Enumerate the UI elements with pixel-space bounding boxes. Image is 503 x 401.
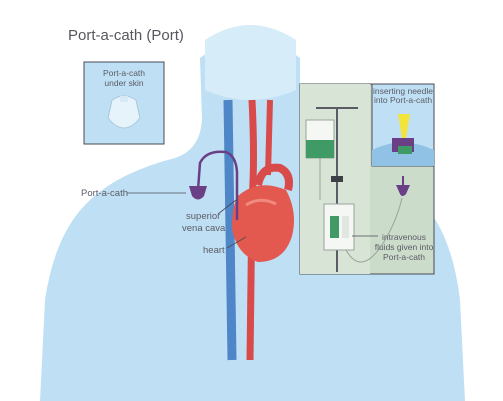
fluid-level <box>306 140 334 158</box>
needle-port-chamber <box>398 146 412 154</box>
inset-label-line1: Port-a-cath <box>103 68 145 78</box>
port-device-icon <box>189 186 207 200</box>
pump-display <box>342 216 349 238</box>
heart-label: heart <box>203 245 225 256</box>
fluids-label-line3: Port-a-cath <box>383 252 425 262</box>
fluids-label-line2: fluids given into <box>375 242 434 252</box>
heart-leader-line <box>226 236 247 249</box>
svc-label-line2: vena cava <box>182 223 226 234</box>
port-label: Port-a-cath <box>81 188 128 199</box>
needle-label-line2: into Port-a-cath <box>374 95 432 105</box>
needle-tip-icon <box>398 114 410 138</box>
fluids-label-line1: intravenous <box>382 232 426 242</box>
page-title: Port-a-cath (Port) <box>68 27 184 44</box>
iv-panel: inserting needle into Port-a-cath intrav… <box>299 83 435 275</box>
heart-highlight <box>245 198 277 207</box>
carotid-artery <box>265 99 273 176</box>
vein-vessel <box>223 99 237 361</box>
catheter-line <box>196 150 239 220</box>
pump-fluid-window <box>330 216 339 238</box>
svc-label-line1: superior <box>186 211 220 222</box>
port-nozzle-icon <box>120 96 128 102</box>
svc-leader-line <box>217 199 237 215</box>
panel-port-icon <box>396 185 410 196</box>
needle-label-line1: inserting needle <box>373 86 433 96</box>
neck-highlight <box>205 25 296 100</box>
aortic-arch <box>254 163 293 191</box>
under-skin-inset: Port-a-cath under skin <box>83 61 165 145</box>
pole-clamp-icon <box>331 176 343 182</box>
iv-tubing <box>345 197 403 263</box>
inset-label-line2: under skin <box>104 78 143 88</box>
skin-layer <box>372 142 434 166</box>
